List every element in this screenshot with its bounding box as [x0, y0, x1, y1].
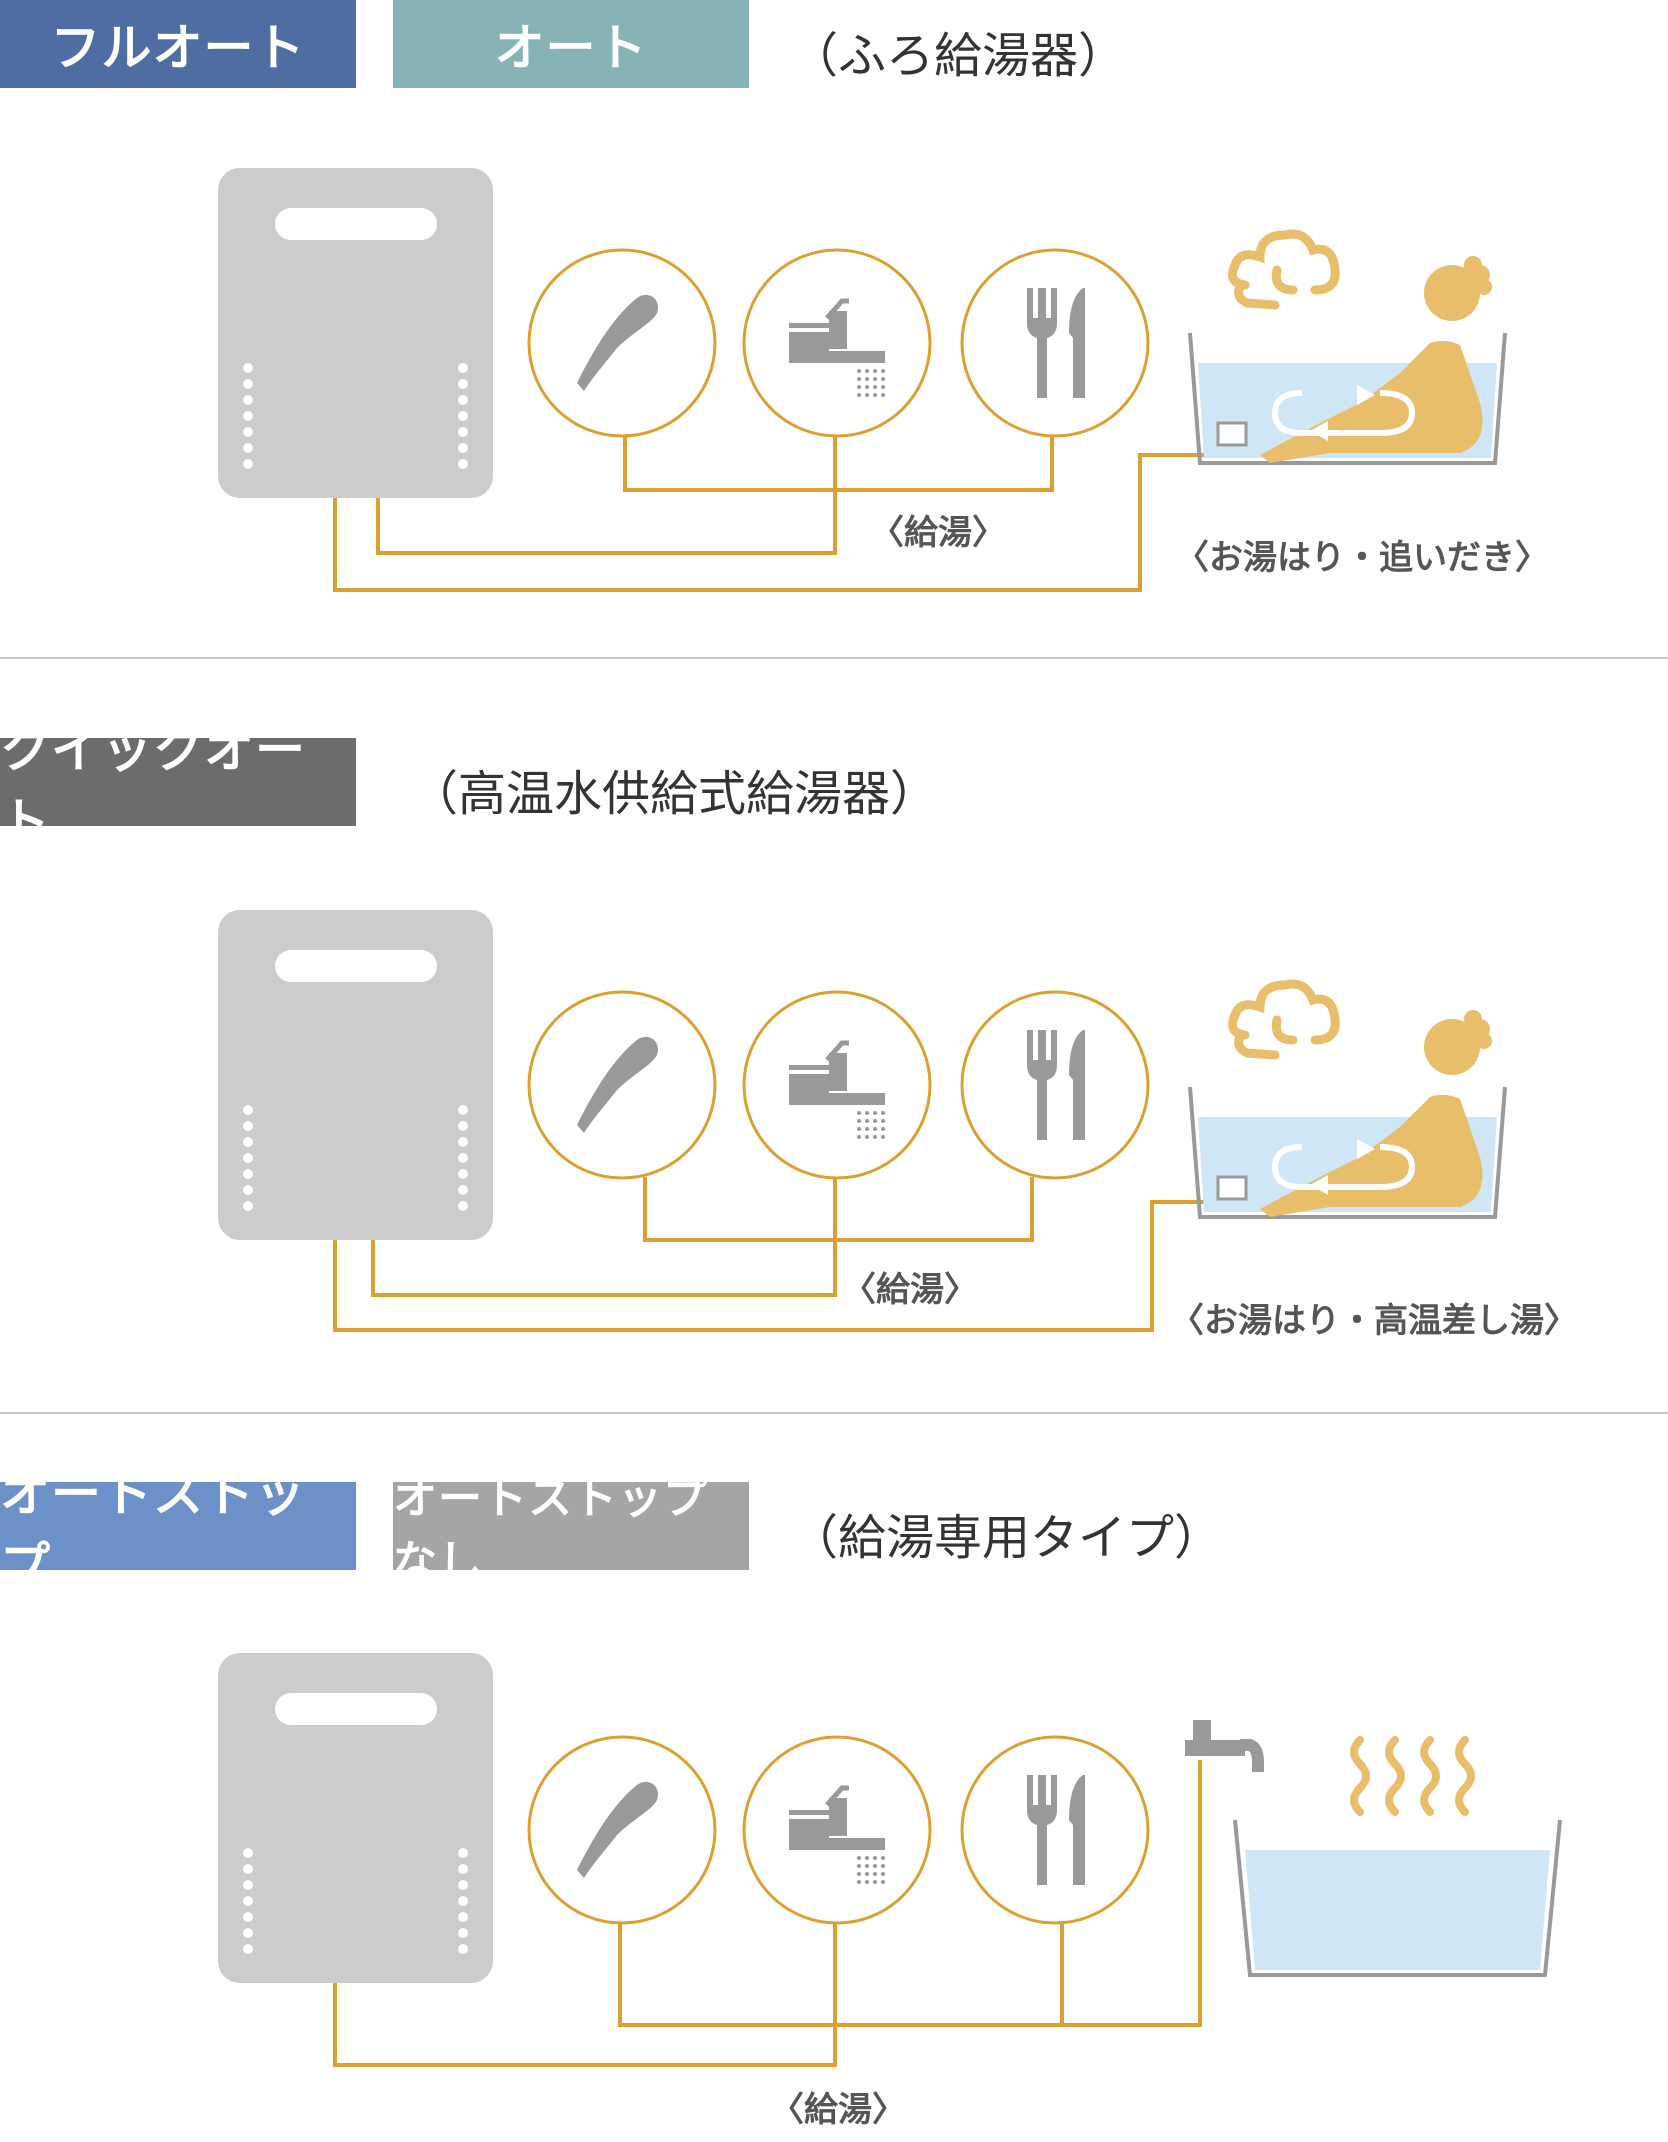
diagram-quickauto [218, 910, 1668, 1332]
pipes [333, 1177, 1210, 1332]
heading-high-temp-heater: （高温水供給式給湯器） [410, 766, 939, 822]
water-heater-unit [218, 1653, 493, 1983]
steam-cloud-icon [1233, 984, 1336, 1055]
badge-no-autostop: オートストップなし [393, 1473, 749, 1588]
water-heater-unit [218, 910, 493, 1240]
divider [0, 657, 1668, 659]
badge-auto: オート [393, 0, 749, 88]
divider [0, 1412, 1668, 1414]
diagram-supply-only [218, 1653, 1562, 2067]
shower-icon [527, 248, 717, 438]
fork-knife-icon [960, 248, 1150, 438]
pipes [333, 435, 1210, 592]
badge-quickauto: クイックオート [0, 721, 356, 851]
pipes [333, 1760, 1202, 2067]
tap-icon [1185, 1720, 1264, 1772]
fork-knife-icon [960, 990, 1150, 1180]
faucet-icon [744, 992, 930, 1178]
fork-knife-icon [960, 1735, 1150, 1925]
label-supply: 〈給湯〉 [770, 2090, 906, 2130]
heading-bath-water-heater: （ふろ給湯器） [790, 28, 1127, 84]
shower-icon [527, 990, 717, 1180]
diagram-fullauto [218, 168, 1668, 592]
water-heater-unit [218, 168, 493, 498]
faucet-icon [744, 250, 930, 436]
shower-icon [527, 1735, 717, 1925]
badge-fullauto: フルオート [0, 0, 356, 88]
label-bath: 〈お湯はり・追いだき〉 [1175, 538, 1549, 578]
label-supply: 〈給湯〉 [870, 513, 1006, 553]
faucet-icon [744, 1737, 930, 1923]
heading-supply-only: （給湯専用タイプ） [790, 1510, 1223, 1566]
steam-cloud-icon [1233, 234, 1336, 305]
bathtub-icon [1233, 1819, 1562, 1977]
steam-wave-icon [1350, 1736, 1475, 1816]
label-supply: 〈給湯〉 [842, 1270, 978, 1310]
label-bath: 〈お湯はり・高温差し湯〉 [1170, 1301, 1578, 1341]
